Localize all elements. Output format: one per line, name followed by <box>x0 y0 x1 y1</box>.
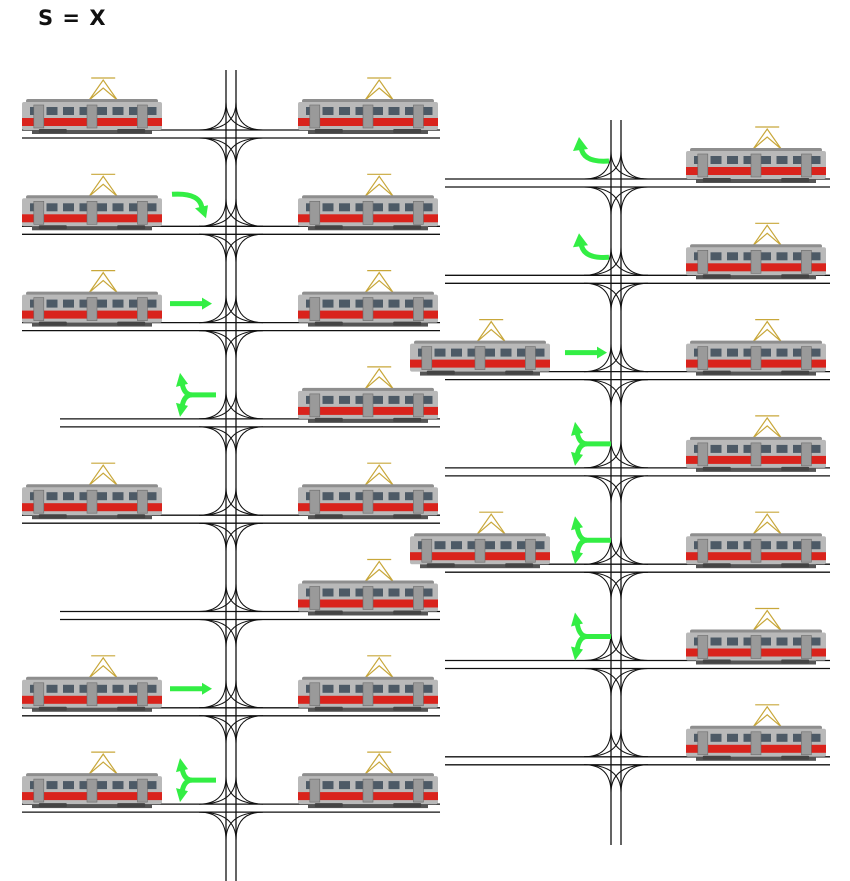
tram <box>686 415 826 472</box>
arrow-fork-up-icon <box>176 758 216 803</box>
arrow-fork-up-icon <box>571 421 611 466</box>
tram <box>298 270 438 327</box>
arrow-curve-up-left-icon <box>573 233 610 261</box>
tram <box>686 704 826 761</box>
arrow-right-icon <box>170 297 212 310</box>
tram <box>298 366 438 423</box>
page-title: S = X <box>38 6 107 30</box>
tram <box>410 511 550 569</box>
vertical-track <box>225 70 237 881</box>
tram <box>298 173 438 231</box>
arrow-curve-up-left-icon <box>573 137 610 164</box>
arrow-fork-down-icon <box>571 612 611 661</box>
tram <box>298 655 438 712</box>
tram <box>298 77 438 134</box>
tram <box>410 319 550 376</box>
track-intersection <box>22 679 440 744</box>
vertical-track <box>610 120 622 845</box>
tram <box>298 462 438 520</box>
tram <box>686 607 826 665</box>
tram <box>22 77 162 134</box>
arrow-fork-up-icon <box>176 372 216 417</box>
tram <box>686 126 826 183</box>
tram <box>22 751 162 809</box>
arrow-fork-down-icon <box>571 516 611 565</box>
tram <box>686 222 826 280</box>
arrow-curve-down-icon <box>171 191 208 219</box>
tram <box>298 751 438 809</box>
tram <box>22 173 162 231</box>
tram <box>686 511 826 569</box>
tram <box>22 270 162 327</box>
tram <box>22 462 162 520</box>
tram <box>686 319 826 376</box>
arrow-right-icon <box>565 346 607 359</box>
tram <box>22 655 162 712</box>
arrow-right-icon <box>170 682 212 695</box>
tram <box>298 558 438 616</box>
